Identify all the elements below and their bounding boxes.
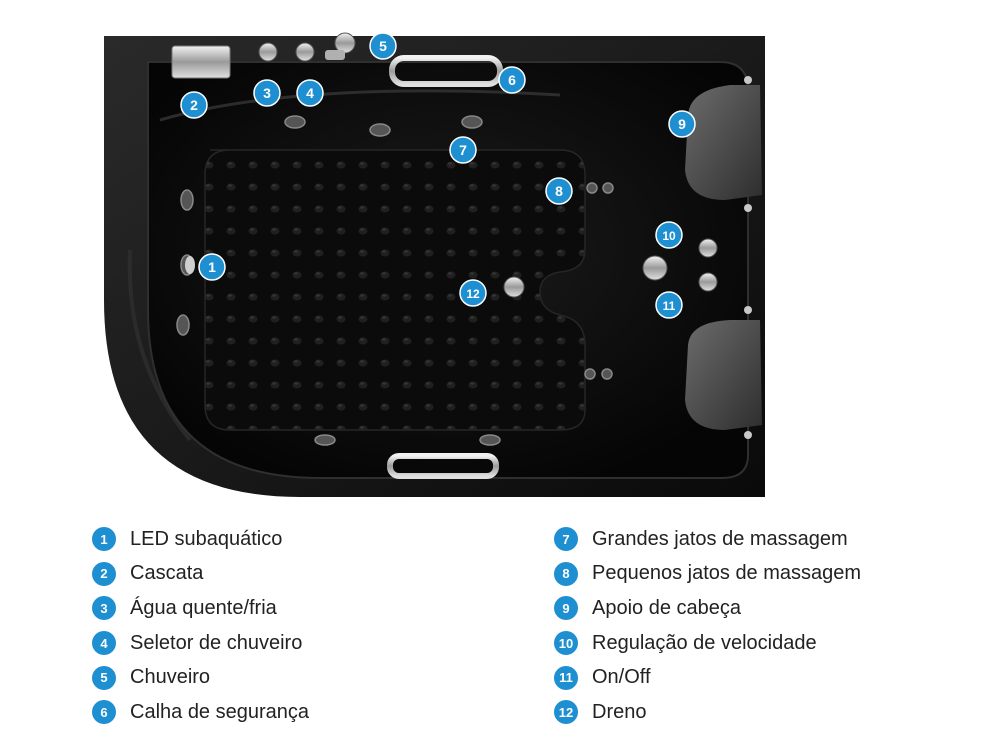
- marker-circle: [296, 79, 324, 107]
- marker-circle: [449, 136, 477, 164]
- marker-label: 3: [263, 85, 271, 101]
- legend-label: LED subaquático: [130, 527, 283, 550]
- legend-label: Cascata: [130, 562, 204, 585]
- marker-11: 11: [655, 291, 683, 319]
- headrest-top: [685, 85, 762, 200]
- legend-label: Apoio de cabeça: [592, 596, 742, 619]
- marker-circle: [655, 221, 683, 249]
- legend-number-badge: 4: [92, 631, 116, 656]
- marker-3: 3: [253, 79, 281, 107]
- legend-item-1: 1 LED subaquático: [92, 522, 309, 557]
- legend-number-badge: 3: [92, 596, 116, 621]
- marker-10: 10: [655, 221, 683, 249]
- marker-label: 9: [678, 116, 686, 132]
- legend-item-8: 8 Pequenos jatos de massagem: [554, 557, 861, 592]
- legend-label: Dreno: [592, 700, 647, 723]
- legend-label: On/Off: [592, 666, 651, 689]
- legend-left-column: 1 LED subaquático 2 Cascata 3 Água quente/fri…: [92, 522, 309, 730]
- marker-circle: [545, 177, 573, 205]
- legend-item-2: 2 Cascata: [92, 557, 309, 592]
- legend-item-12: 12 Dreno: [554, 695, 861, 730]
- control-knob: [642, 255, 668, 281]
- underwater-led: [185, 256, 195, 274]
- legend-label: Regulação de velocidade: [592, 631, 817, 654]
- legend-number-badge: 2: [92, 561, 116, 586]
- on-off-button: [698, 272, 718, 292]
- marker-label: 7: [459, 142, 467, 158]
- legend-label: Grandes jatos de massagem: [592, 527, 848, 550]
- legend-item-3: 3 Água quente/fria: [92, 591, 309, 626]
- marker-label: 5: [379, 38, 387, 54]
- legend-number-badge: 8: [554, 561, 578, 586]
- legend-number-badge: 6: [92, 700, 116, 725]
- marker-label: 2: [190, 97, 198, 113]
- marker-label: 4: [306, 85, 314, 101]
- legend-label: Água quente/fria: [130, 596, 277, 619]
- legend-label: Calha de segurança: [130, 700, 310, 723]
- marker-circle: [668, 110, 696, 138]
- legend-item-10: 10 Regulação de velocidade: [554, 626, 861, 661]
- marker-label: 1: [208, 259, 216, 275]
- marker-4: 4: [296, 79, 324, 107]
- legend-number-badge: 11: [554, 665, 578, 690]
- legend-number-badge: 7: [554, 527, 578, 552]
- legend-number-badge: 5: [92, 665, 116, 690]
- marker-7: 7: [449, 136, 477, 164]
- legend-right-column: 7 Grandes jatos de massagem 8 Pequenos jato…: [554, 522, 861, 730]
- grab-handle-bottom: [387, 453, 499, 479]
- marker-2: 2: [180, 91, 208, 119]
- grab-handle-top: [389, 55, 503, 87]
- marker-label: 6: [508, 72, 516, 88]
- speed-button: [698, 238, 718, 258]
- legend-item-9: 9 Apoio de cabeça: [554, 591, 861, 626]
- marker-12: 12: [459, 279, 487, 307]
- marker-label: 8: [555, 183, 563, 199]
- marker-8: 8: [545, 177, 573, 205]
- legend-label: Pequenos jatos de massagem: [592, 562, 862, 585]
- legend-number-badge: 12: [554, 700, 578, 725]
- legend-number-badge: 1: [92, 527, 116, 552]
- marker-label: 11: [663, 299, 676, 313]
- marker-1: 1: [198, 253, 226, 281]
- marker-circle: [369, 32, 397, 60]
- marker-5: 5: [369, 32, 397, 60]
- legend-item-6: 6 Calha de segurança: [92, 695, 309, 730]
- marker-circle: [459, 279, 487, 307]
- marker-circle: [180, 91, 208, 119]
- legend-number-badge: 10: [554, 631, 578, 656]
- legend-item-11: 11 On/Off: [554, 660, 861, 695]
- headrest-bottom: [685, 320, 762, 430]
- marker-label: 10: [662, 229, 676, 243]
- legend-label: Seletor de chuveiro: [130, 631, 303, 654]
- drain: [503, 276, 525, 298]
- legend-item-7: 7 Grandes jatos de massagem: [554, 522, 861, 557]
- legend-item-4: 4 Seletor de chuveiro: [92, 626, 309, 661]
- legend-item-5: 5 Chuveiro: [92, 660, 309, 695]
- marker-9: 9: [668, 110, 696, 138]
- hot-cold-knob: [258, 42, 278, 62]
- shower-selector-knob: [295, 42, 315, 62]
- marker-circle: [253, 79, 281, 107]
- marker-circle: [198, 253, 226, 281]
- legend-number-badge: 9: [554, 596, 578, 621]
- marker-circle: [655, 291, 683, 319]
- marker-6: 6: [498, 66, 526, 94]
- legend-label: Chuveiro: [130, 666, 211, 689]
- marker-label: 12: [466, 287, 480, 301]
- cascade-spout: [171, 45, 231, 79]
- marker-circle: [498, 66, 526, 94]
